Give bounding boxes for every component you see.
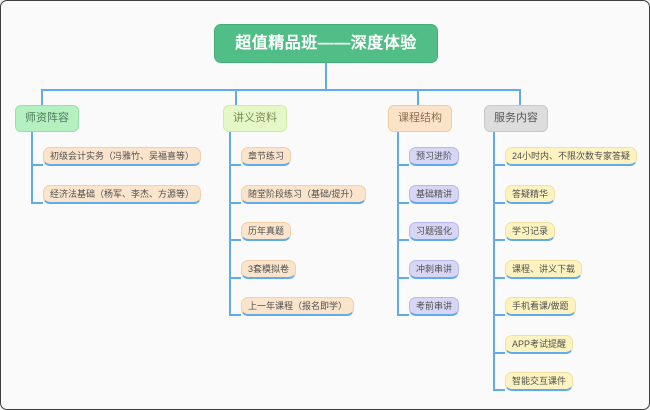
child-node-row: 学习记录 [493, 222, 556, 241]
child-node-row: 上一年课程（报名即学） [229, 297, 355, 316]
child-node[interactable]: 答疑精华 [505, 185, 556, 204]
child-node-row: 经济法基础（杨军、李杰、方源等） [31, 185, 202, 204]
child-node-row: 课程、讲义下载 [493, 260, 583, 279]
child-node-row: APP考试提醒 [493, 335, 574, 354]
child-node-row: 基础精讲 [397, 185, 460, 204]
branch-node-materials[interactable]: 讲义资料 [223, 105, 287, 132]
child-node-row: 初级会计实务（冯雅竹、吴福喜等） [31, 147, 202, 166]
child-node-row: 答疑精华 [493, 185, 556, 204]
child-node-row: 3套模拟卷 [229, 260, 297, 279]
child-node[interactable]: 冲刺串讲 [409, 260, 460, 279]
connector-line [31, 131, 33, 203]
child-node-row: 习题强化 [397, 222, 460, 241]
child-node[interactable]: 章节练习 [241, 147, 292, 166]
connector-line [235, 89, 237, 105]
child-node[interactable]: 手机看课/做题 [505, 297, 576, 316]
child-node[interactable]: 历年真题 [241, 222, 292, 241]
child-node[interactable]: 智能交互课件 [505, 372, 574, 391]
child-node[interactable]: 基础精讲 [409, 185, 460, 204]
child-node[interactable]: 初级会计实务（冯雅竹、吴福喜等） [43, 147, 202, 166]
child-node[interactable]: APP考试提醒 [505, 335, 574, 354]
child-node-row: 随堂阶段练习（基础/提升） [229, 185, 366, 204]
connector-line [519, 89, 521, 105]
branch-node-services[interactable]: 服务内容 [484, 105, 548, 132]
child-node[interactable]: 经济法基础（杨军、李杰、方源等） [43, 185, 202, 204]
child-node[interactable]: 预习进阶 [409, 147, 460, 166]
connector-line [417, 89, 419, 105]
connector-line [41, 89, 43, 105]
child-node[interactable]: 课程、讲义下载 [505, 260, 583, 279]
child-node-row: 手机看课/做题 [493, 297, 576, 316]
child-node-row: 考前串讲 [397, 297, 460, 316]
child-node[interactable]: 习题强化 [409, 222, 460, 241]
child-node-row: 冲刺串讲 [397, 260, 460, 279]
child-node-row: 24小时内、不限次数专家答疑 [493, 147, 638, 166]
child-node-row: 历年真题 [229, 222, 292, 241]
child-node[interactable]: 考前串讲 [409, 297, 460, 316]
child-node[interactable]: 24小时内、不限次数专家答疑 [505, 147, 638, 166]
child-node[interactable]: 学习记录 [505, 222, 556, 241]
child-node-row: 智能交互课件 [493, 372, 574, 391]
branch-node-faculty[interactable]: 师资阵容 [15, 105, 79, 132]
child-node[interactable]: 随堂阶段练习（基础/提升） [241, 185, 366, 204]
child-node-row: 章节练习 [229, 147, 292, 166]
connector-line [325, 63, 327, 89]
child-node[interactable]: 上一年课程（报名即学） [241, 297, 355, 316]
root-node[interactable]: 超值精品班——深度体验 [214, 24, 438, 63]
child-node[interactable]: 3套模拟卷 [241, 260, 297, 279]
child-node-row: 预习进阶 [397, 147, 460, 166]
branch-node-structure[interactable]: 课程结构 [388, 105, 452, 132]
connector-line [41, 89, 521, 91]
